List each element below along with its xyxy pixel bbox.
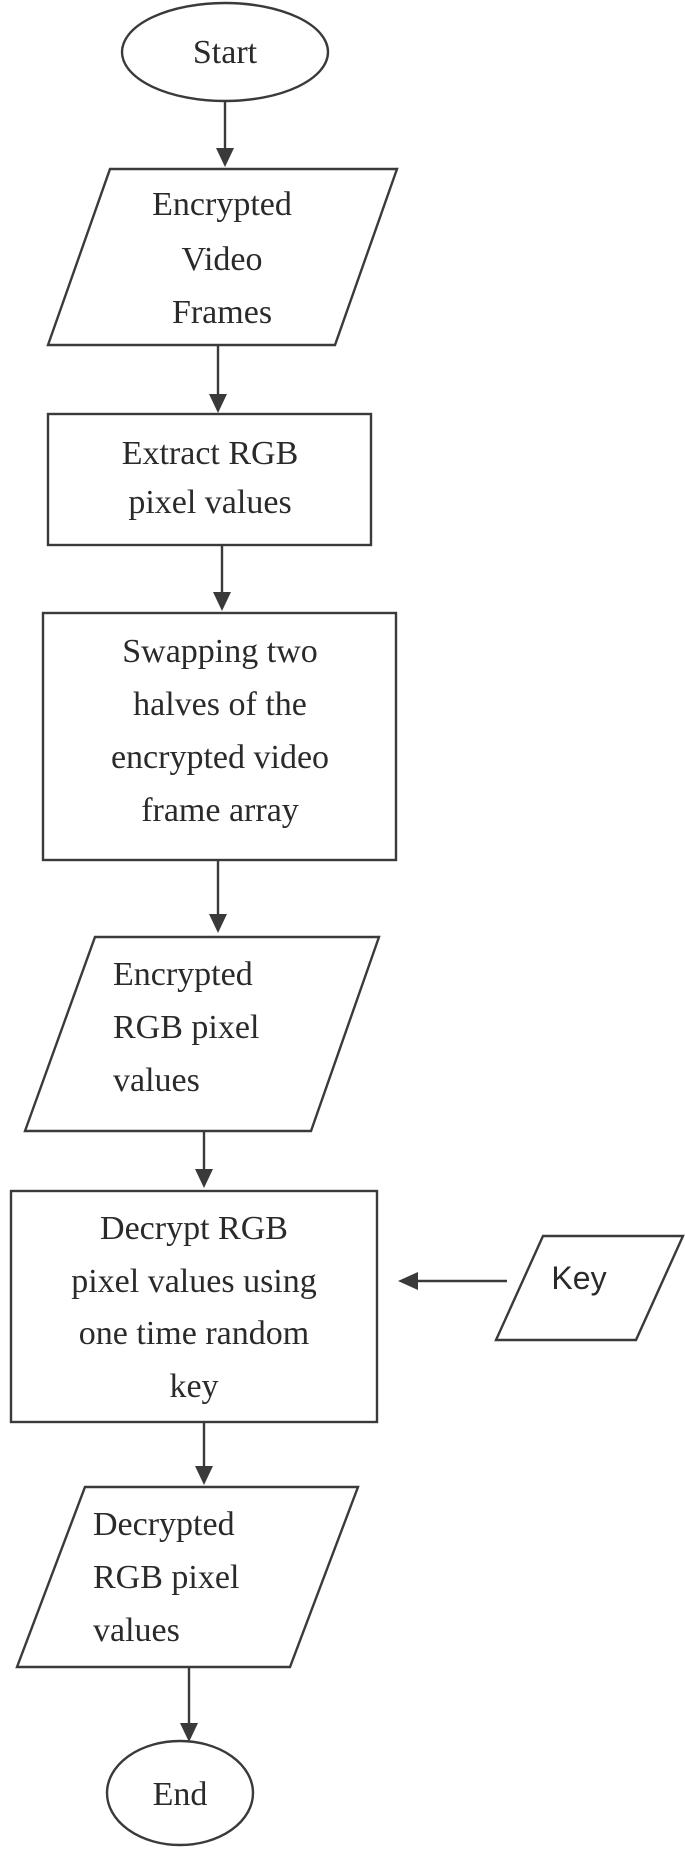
encrypted-video-frames-line-2: Video (181, 241, 262, 278)
decrypt-rgb-line-3: one time random (79, 1315, 309, 1352)
encrypted-rgb-line-2: RGB pixel (113, 1009, 259, 1046)
decrypted-rgb-line-1: Decrypted (93, 1506, 235, 1543)
encrypted-rgb-node: Encrypted RGB pixel values (23, 935, 381, 1133)
swap-halves-line-1: Swapping two (122, 633, 318, 670)
extract-rgb-line-2: pixel values (128, 484, 291, 521)
swap-halves-line-4: frame array (141, 792, 299, 829)
swap-halves-line-3: encrypted video (111, 739, 329, 776)
decrypted-rgb-line-3: values (93, 1612, 180, 1649)
end-node: End (105, 1739, 255, 1847)
edge-start-to-frames (216, 101, 234, 167)
decrypted-rgb-node: Decrypted RGB pixel values (15, 1485, 360, 1669)
encrypted-video-frames-line-1: Encrypted (152, 186, 292, 223)
edge-encrypted-rgb-to-decrypt (195, 1131, 213, 1188)
edge-decrypted-to-end (180, 1667, 198, 1742)
decrypt-rgb-line-4: key (169, 1368, 218, 1405)
swap-halves-line-2: halves of the (133, 686, 307, 723)
encrypted-rgb-line-3: values (113, 1062, 200, 1099)
key-node: Key (494, 1234, 685, 1342)
key-label: Key (551, 1260, 606, 1296)
encrypted-video-frames-line-3: Frames (172, 294, 272, 331)
edge-decrypt-to-decrypted (195, 1422, 213, 1485)
decrypt-rgb-line-2: pixel values using (71, 1263, 317, 1300)
encrypted-video-frames-node: Encrypted Video Frames (46, 167, 399, 347)
start-label: Start (193, 34, 258, 71)
decrypt-rgb-line-1: Decrypt RGB (100, 1210, 288, 1247)
edge-swap-to-encrypted-rgb (209, 860, 227, 933)
start-node: Start (120, 1, 330, 103)
decrypted-rgb-line-2: RGB pixel (93, 1559, 239, 1596)
extract-rgb-line-1: Extract RGB (122, 435, 299, 472)
edge-key-to-decrypt (398, 1272, 507, 1290)
edge-frames-to-extract (209, 345, 227, 413)
edge-extract-to-swap (213, 545, 231, 611)
swap-halves-node: Swapping two halves of the encrypted vid… (41, 611, 398, 862)
decrypt-rgb-node: Decrypt RGB pixel values using one time … (9, 1189, 379, 1424)
extract-rgb-node: Extract RGB pixel values (46, 412, 373, 547)
encrypted-rgb-line-1: Encrypted (113, 956, 253, 993)
end-label: End (153, 1776, 208, 1813)
